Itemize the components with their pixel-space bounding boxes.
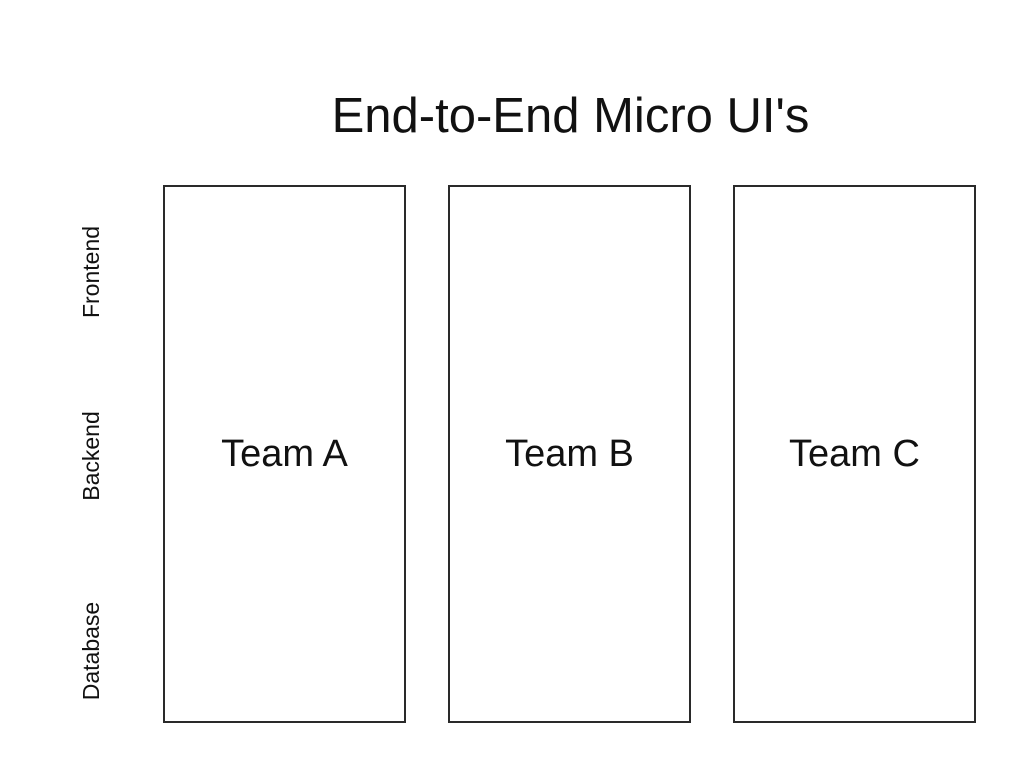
layer-label-backend: Backend [78, 411, 104, 501]
team-c-label: Team C [789, 433, 920, 475]
team-a-label: Team A [221, 433, 348, 475]
team-c-box: Team C [733, 185, 976, 723]
layer-label-database: Database [78, 601, 104, 701]
team-b-box: Team B [448, 185, 691, 723]
layer-label-frontend: Frontend [78, 225, 104, 319]
team-b-label: Team B [505, 433, 634, 475]
diagram-title: End-to-End Micro UI's [331, 89, 810, 143]
team-a-box: Team A [163, 185, 406, 723]
